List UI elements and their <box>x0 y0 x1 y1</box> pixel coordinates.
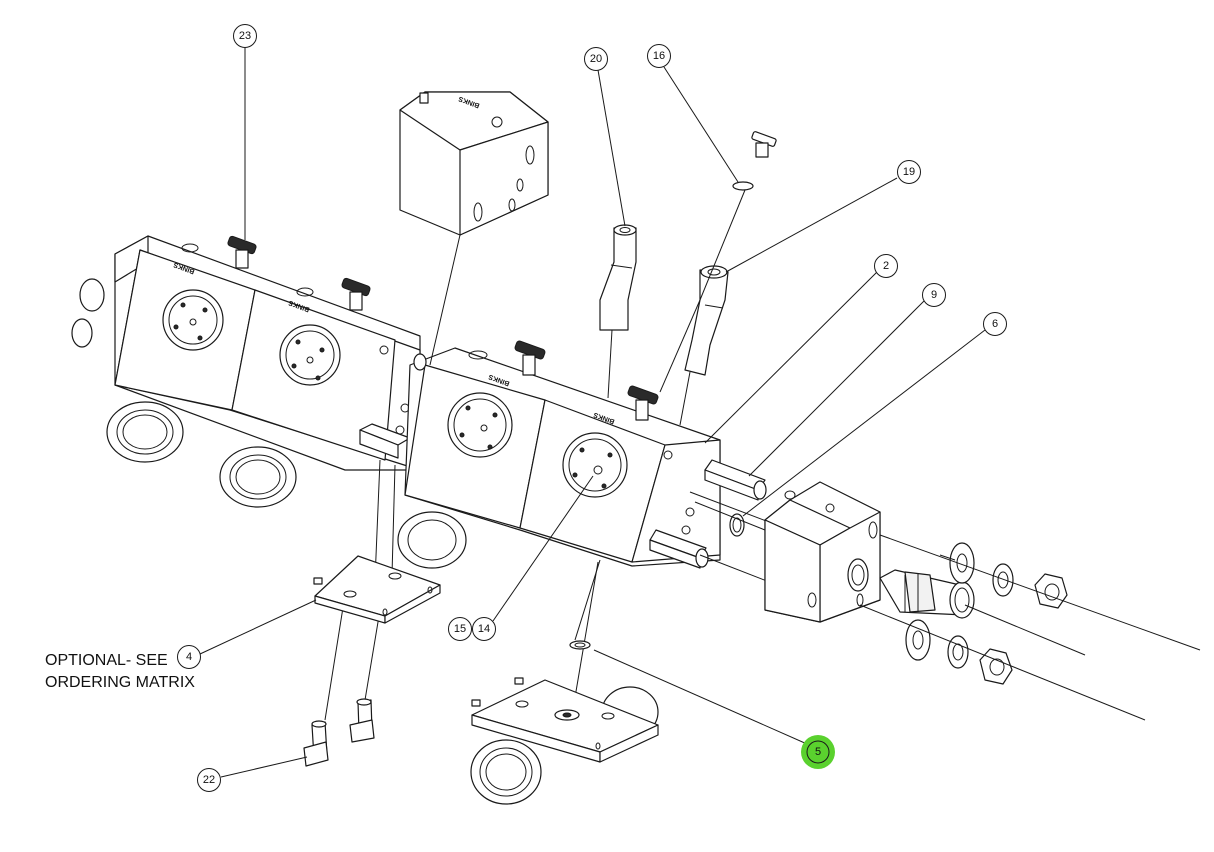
callout-6: 6 <box>983 312 1007 336</box>
callout-label: 20 <box>590 53 602 65</box>
callout-label: 6 <box>992 318 998 330</box>
callout-19: 19 <box>897 160 921 184</box>
callout-label: 4 <box>186 651 192 663</box>
callout-16: 16 <box>647 44 671 68</box>
callout-label: 9 <box>931 289 937 301</box>
note-line-2: ORDERING MATRIX <box>45 674 195 691</box>
center-manifold-block: BINKS BINKS <box>404 340 721 567</box>
callout-label: 5 <box>815 746 821 758</box>
bottom-fittings <box>106 401 467 569</box>
callout-5[interactable]: 5 <box>801 735 835 769</box>
bolt-19 <box>679 265 729 426</box>
callout-highlight <box>801 735 835 769</box>
callout-15: 15 <box>448 617 472 641</box>
center-rod <box>359 423 411 459</box>
callout-2: 2 <box>874 254 898 278</box>
callout-label: 2 <box>883 260 889 272</box>
callout-23: 23 <box>233 24 257 48</box>
left-manifold-block: BINKS BINKS <box>71 235 421 471</box>
callout-20: 20 <box>584 47 608 71</box>
callout-label: 16 <box>653 50 665 62</box>
end-plate <box>764 481 881 623</box>
note-line-1: OPTIONAL- SEE <box>45 652 168 669</box>
washers-and-nuts <box>905 542 1068 685</box>
nozzle-fitting <box>879 569 975 619</box>
callout-label: 15 <box>454 623 466 635</box>
lower-plate <box>470 640 659 805</box>
callout-label: 22 <box>203 774 215 786</box>
callout-9: 9 <box>922 283 946 307</box>
callout-14: 14 <box>472 617 496 641</box>
optional-note: OPTIONAL- SEE ORDERING MATRIX <box>45 650 195 694</box>
callout-22: 22 <box>197 768 221 792</box>
callout-label: 19 <box>903 166 915 178</box>
optional-plate-4 <box>313 555 441 624</box>
screws-22 <box>303 698 375 767</box>
callout-label: 23 <box>239 30 251 42</box>
callout-label: 14 <box>478 623 490 635</box>
callout-4: 4 <box>177 645 201 669</box>
fitting-16 <box>659 131 777 393</box>
axis-lines <box>859 534 1201 721</box>
leader-lines <box>199 48 986 778</box>
bolt-20 <box>599 224 637 399</box>
top-block: BINKS <box>399 91 549 236</box>
